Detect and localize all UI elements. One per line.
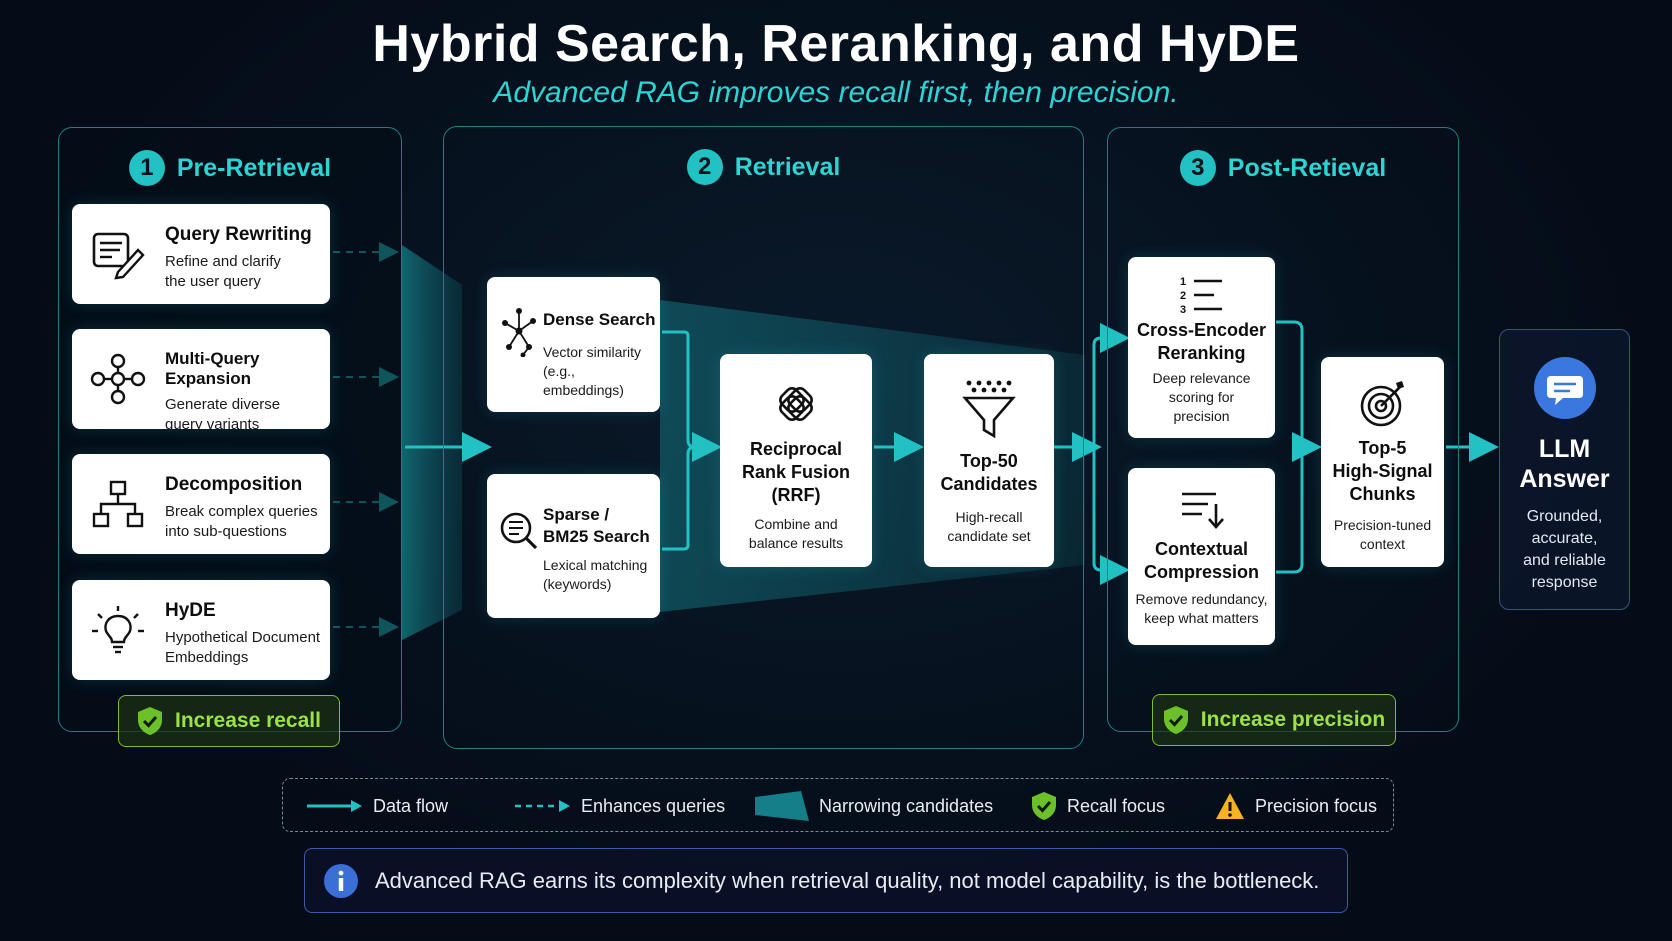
shield-check-icon <box>1032 792 1056 820</box>
stage-label: Post-Retieval <box>1227 153 1387 182</box>
magnifier-list-icon <box>500 512 538 550</box>
card-title: HyDE <box>165 600 216 621</box>
legend-item-enhances: Enhances queries <box>515 779 725 833</box>
legend-item-precision-focus: Precision focus <box>1215 779 1377 833</box>
badge-increase-precision: Increase precision <box>1152 694 1396 746</box>
lightbulb-icon <box>92 606 144 654</box>
svg-text:2: 2 <box>1180 290 1186 302</box>
badge-increase-recall: Increase recall <box>118 695 340 747</box>
dashed-arrow-icon <box>515 800 570 812</box>
stage-post-retrieval: 3 Post-Retieval <box>1107 127 1459 732</box>
stage-retrieval: 2 Retrieval <box>443 126 1084 749</box>
stage-number: 2 <box>686 149 723 185</box>
solid-arrow-icon <box>307 800 362 812</box>
svg-text:1: 1 <box>1180 276 1186 288</box>
shield-check-icon <box>1163 706 1188 734</box>
stage-number: 1 <box>128 150 165 186</box>
legend: Data flow Enhances queries Narrowing can… <box>282 778 1394 832</box>
info-icon <box>324 863 358 898</box>
vector-nodes-icon <box>502 308 536 357</box>
info-note: Advanced RAG earns its complexity when r… <box>304 848 1348 913</box>
legend-item-data-flow: Data flow <box>307 779 448 833</box>
stage-label: Retrieval <box>734 152 841 181</box>
card-title: Dense Search <box>543 310 656 329</box>
target-icon <box>1360 381 1404 427</box>
card-sparse-bm25-search: Sparse /BM25 Search Lexical matching(key… <box>487 474 660 618</box>
flow-arrow <box>1092 323 1130 447</box>
flow-arrow <box>662 445 696 551</box>
card-desc: Lexical matching(keywords) <box>543 557 648 592</box>
hierarchy-icon <box>92 480 144 528</box>
flow-arrow <box>1092 447 1130 585</box>
stage-number: 3 <box>1179 150 1216 186</box>
page-subtitle: Advanced RAG improves recall first, then… <box>493 76 1179 109</box>
card-title: Sparse /BM25 Search <box>543 505 650 546</box>
narrowing-beam-pre <box>402 245 462 640</box>
card-title: Decomposition <box>165 474 303 495</box>
flow-arrow <box>1276 445 1310 574</box>
card-desc: Remove redundancy,keep what matters <box>1135 591 1268 626</box>
fusion-knot-icon <box>779 387 813 421</box>
chat-bubble-icon <box>1533 357 1596 419</box>
ranked-list-icon: 1 2 3 <box>1180 276 1222 316</box>
legend-item-recall-focus: Recall focus <box>1031 779 1165 833</box>
badge-label: Increase recall <box>175 709 321 732</box>
svg-text:3: 3 <box>1180 304 1186 316</box>
card-title: Query Rewriting <box>165 224 312 245</box>
shield-check-icon <box>138 707 163 735</box>
stage-label: Pre-Retrieval <box>176 153 332 182</box>
warning-triangle-icon <box>1216 793 1244 819</box>
card-title: Multi-Query Expansion <box>165 349 260 388</box>
edit-document-icon <box>92 232 145 280</box>
legend-item-narrowing: Narrowing candidates <box>755 779 993 833</box>
funnel-icon <box>962 380 1016 439</box>
network-nodes-icon <box>90 353 146 405</box>
info-note-text: Advanced RAG earns its complexity when r… <box>375 867 1320 893</box>
badge-label: Increase precision <box>1200 708 1386 731</box>
compress-list-icon <box>1181 492 1224 529</box>
card-desc: Vector similarity(e.g., embeddings) <box>543 344 642 398</box>
page-title: Hybrid Search, Reranking, and HyDE <box>372 15 1300 73</box>
narrowing-beam-icon <box>755 791 809 821</box>
card-dense-search: Dense Search Vector similarity(e.g., emb… <box>487 277 660 412</box>
